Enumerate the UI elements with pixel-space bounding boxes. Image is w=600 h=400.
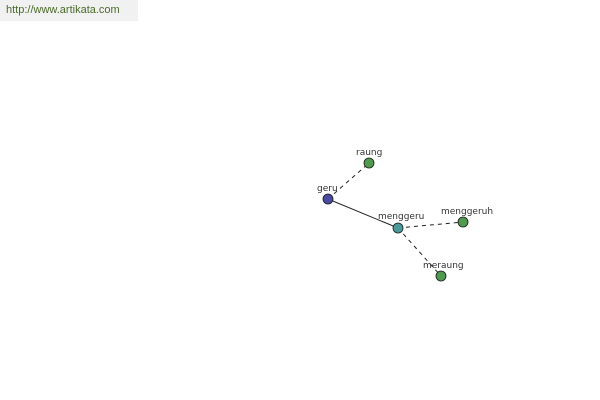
- node-circle-geru[interactable]: [322, 193, 334, 205]
- edges-layer: [327, 162, 464, 277]
- node-circle-menggeru[interactable]: [392, 222, 404, 234]
- nodes-layer: geru raung menggeru menggeruh meraung: [317, 148, 493, 282]
- node-geru[interactable]: geru: [317, 184, 338, 205]
- edge-geru-menggeru: [327, 198, 399, 229]
- node-meraung[interactable]: meraung: [423, 261, 464, 282]
- node-label-menggeru: menggeru: [378, 212, 424, 222]
- node-label-geru: geru: [317, 184, 338, 194]
- edge-menggeru-menggeruh: [397, 221, 464, 229]
- node-raung[interactable]: raung: [356, 148, 382, 169]
- node-label-raung: raung: [356, 148, 382, 158]
- site-url-link[interactable]: http://www.artikata.com: [0, 0, 138, 21]
- edge-geru-raung: [327, 162, 370, 200]
- node-circle-menggeruh[interactable]: [457, 216, 469, 228]
- node-circle-raung[interactable]: [363, 157, 375, 169]
- edge-menggeru-meraung: [397, 227, 442, 277]
- node-circle-meraung[interactable]: [435, 270, 447, 282]
- node-label-menggeruh: menggeruh: [441, 207, 493, 217]
- node-menggeru[interactable]: menggeru: [378, 212, 424, 234]
- node-menggeruh[interactable]: menggeruh: [441, 207, 493, 228]
- node-label-meraung: meraung: [423, 261, 464, 271]
